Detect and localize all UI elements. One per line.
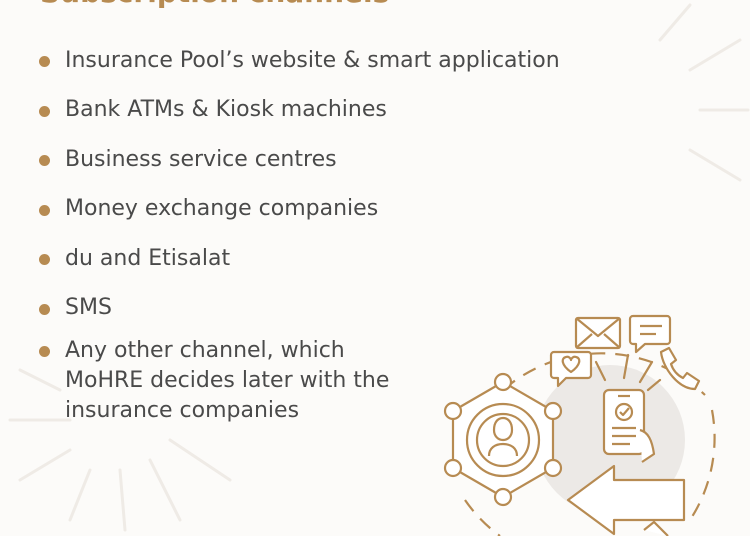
channel-label: Any other channel, which MoHRE decides l… <box>65 338 390 423</box>
user-network-icon <box>443 372 563 507</box>
bullet-icon <box>39 56 50 67</box>
bullet-icon <box>39 304 50 315</box>
channel-label: Money exchange companies <box>65 196 379 221</box>
page-heading: Subscription channels <box>40 0 389 9</box>
chat-bubble-icon <box>628 314 672 354</box>
bullet-icon <box>39 155 50 166</box>
bullet-icon <box>39 106 50 117</box>
bullet-icon <box>39 205 50 216</box>
channel-label: Business service centres <box>65 147 337 172</box>
channel-label: SMS <box>65 295 112 320</box>
channel-label: Bank ATMs & Kiosk machines <box>65 97 387 122</box>
phone-icon <box>659 346 701 391</box>
heart-message-icon <box>549 350 593 388</box>
arrow-left-icon <box>566 464 686 536</box>
mobile-checklist-icon <box>602 388 656 463</box>
bullet-icon <box>39 254 50 265</box>
channel-label: Insurance Pool’s website & smart applica… <box>65 48 560 73</box>
channel-label: du and Etisalat <box>65 246 231 271</box>
bullet-icon <box>39 346 50 357</box>
channels-illustration <box>443 314 716 536</box>
envelope-icon <box>574 316 622 350</box>
